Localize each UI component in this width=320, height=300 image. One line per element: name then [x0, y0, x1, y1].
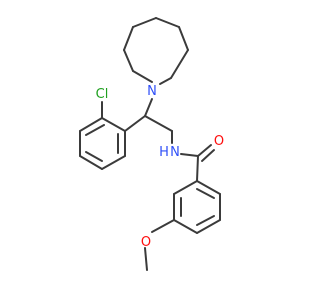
bond-ch-aryl: [124, 115, 146, 132]
bond-ch-ch2: [144, 115, 173, 132]
chlorophenyl-ring: [79, 117, 126, 170]
molecule-drawing: N Cl N H O O: [79, 17, 224, 271]
bond-n-ch: [144, 98, 153, 117]
structure-canvas: N Cl N H O O: [79, 17, 224, 271]
methoxyphenyl-ring: [173, 180, 221, 234]
bond-c-ome: [151, 219, 175, 233]
chlorine-label: Cl: [96, 87, 109, 102]
bond-nh-co: [180, 153, 199, 157]
carbonyl-double-bond: [197, 144, 215, 162]
carbonyl-oxygen-label: O: [214, 134, 224, 149]
methoxy-oxygen-label: O: [141, 235, 151, 250]
amide-nitrogen-label: N: [170, 145, 180, 160]
bond-o-ch3: [144, 247, 148, 271]
amide-hydrogen-label: H: [159, 145, 169, 160]
azepane-nitrogen-label: N: [147, 84, 157, 99]
bond-co-aryl: [196, 155, 199, 182]
azepane-ring: [123, 17, 189, 85]
